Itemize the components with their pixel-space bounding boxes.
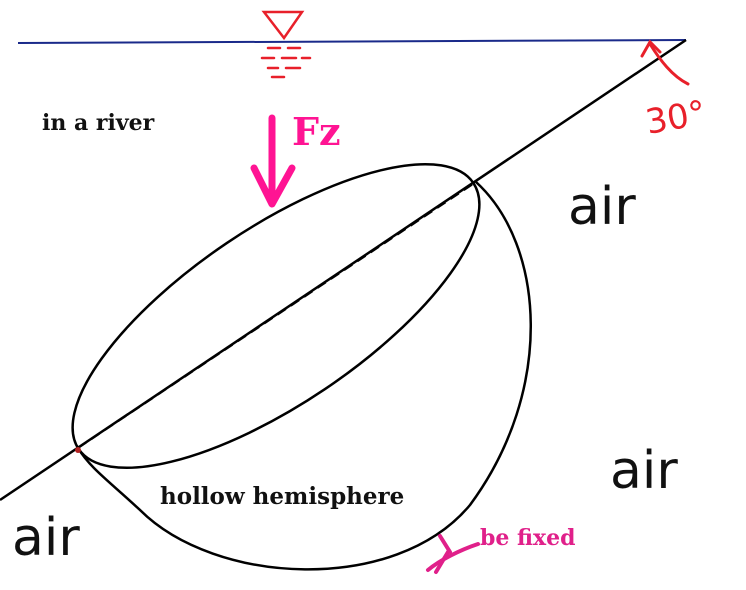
label-air-right-bottom: air bbox=[610, 441, 678, 501]
label-be-fixed: be fixed bbox=[480, 525, 576, 551]
label-hollow-hemisphere: hollow hemisphere bbox=[160, 483, 404, 510]
fixed-support-icon bbox=[426, 534, 480, 574]
water-surface-triangle-icon bbox=[260, 10, 312, 79]
label-force-fz: Fz bbox=[292, 109, 341, 154]
contact-point-dot bbox=[75, 447, 81, 453]
label-angle: 30° bbox=[643, 93, 709, 143]
label-air-left: air bbox=[12, 508, 80, 568]
label-air-right-top: air bbox=[568, 177, 636, 237]
hemisphere-dome-outline bbox=[76, 181, 532, 571]
label-in-a-river: in a river bbox=[42, 110, 155, 136]
force-fz-arrow bbox=[250, 114, 296, 208]
angle-arc-icon bbox=[640, 39, 690, 86]
water-surface-line bbox=[17, 39, 687, 44]
inclined-plane-line bbox=[0, 38, 687, 502]
